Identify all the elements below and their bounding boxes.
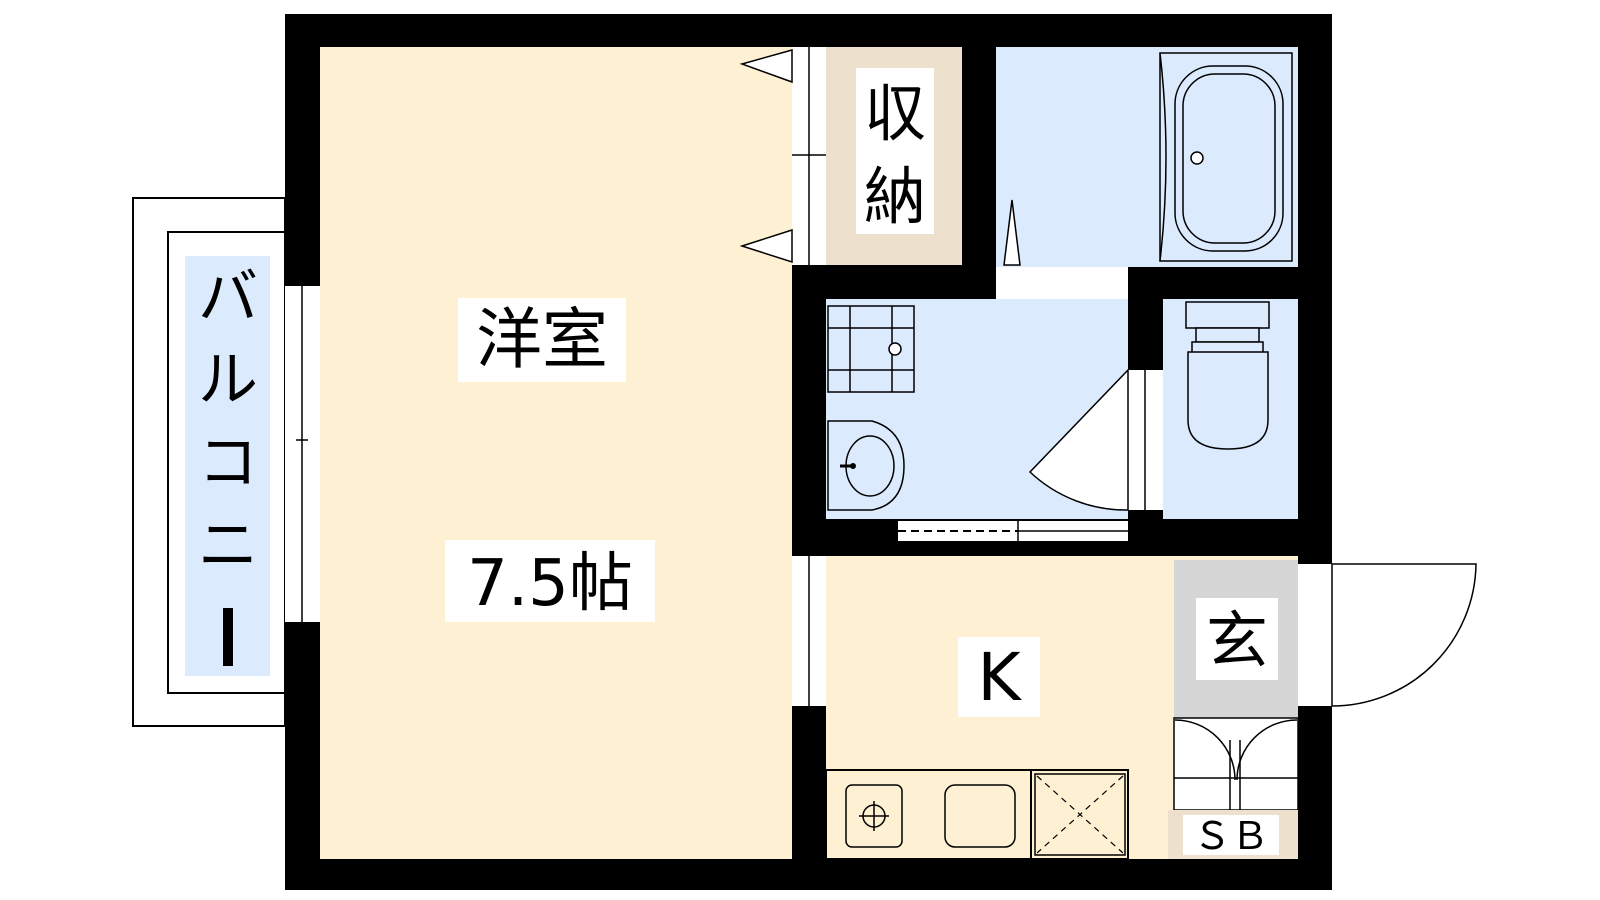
svg-text:納: 納 — [864, 160, 926, 233]
sliding-door — [898, 521, 1128, 541]
closet-doors — [739, 47, 826, 265]
kitchen-counter — [825, 769, 1129, 860]
washroom-door — [1028, 368, 1163, 511]
kitchen-window — [792, 556, 826, 706]
bathtub — [1159, 52, 1293, 262]
wash-basin — [827, 420, 905, 511]
svg-text:K: K — [977, 639, 1022, 716]
western-room-size-label: 7.5帖 — [445, 540, 655, 622]
svg-text:コ: コ — [198, 428, 258, 498]
bathroom-door — [996, 199, 1128, 299]
balcony-label: バ ル コ ニ — [198, 263, 258, 666]
entrance-door — [1298, 563, 1477, 707]
svg-text:バ: バ — [198, 263, 258, 333]
kitchen-label: K — [958, 637, 1040, 717]
svg-text:収: 収 — [864, 77, 926, 150]
balcony-long-vowel-mark — [223, 608, 233, 666]
western-room-name-label: 洋室 — [458, 298, 626, 382]
svg-text:ＳＢ: ＳＢ — [1193, 814, 1269, 858]
western-room-floor — [320, 47, 792, 859]
toilet — [1185, 301, 1270, 450]
shoe-box-label: ＳＢ — [1183, 814, 1279, 858]
svg-text:洋室: 洋室 — [476, 301, 608, 378]
entrance-label: 玄 — [1196, 598, 1278, 680]
shoe-cabinet — [1173, 717, 1299, 811]
svg-text:ニ: ニ — [198, 511, 258, 581]
svg-text:ル: ル — [198, 345, 258, 415]
svg-text:玄: 玄 — [1206, 604, 1268, 677]
storage-label: 収 納 — [856, 68, 934, 234]
svg-text:7.5帖: 7.5帖 — [467, 547, 633, 621]
washing-machine — [827, 305, 915, 393]
balcony-window — [285, 286, 320, 622]
